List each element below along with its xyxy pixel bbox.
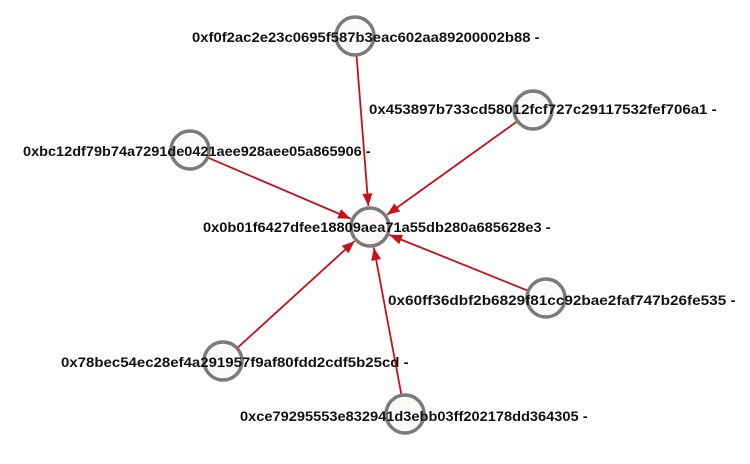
edge-5-to-center	[371, 247, 403, 396]
address-4-node[interactable]	[202, 340, 244, 382]
address-1-label: 0x453897b733cd58012fcf727c29117532fef706…	[369, 102, 717, 117]
address-0-label: 0xf0f2ac2e23c0695f587b3eac602aa89200002b…	[192, 30, 540, 45]
address-1-node[interactable]	[512, 89, 554, 131]
address-5-node[interactable]	[384, 393, 426, 435]
address-4-label: 0x78bec54ec28ef4a291957f9af80fdd2cdf5b25…	[61, 355, 409, 370]
address-2-node[interactable]	[169, 129, 211, 171]
edge-0-to-center	[355, 54, 373, 207]
address-5-label: 0xce79295553e832941d3ebb03ff202178dd3643…	[240, 409, 588, 424]
edge-1-to-center	[386, 120, 519, 216]
address-2-label: 0xbc12df79b74a7291de0421aee928aee05a8659…	[23, 144, 371, 159]
address-0-node[interactable]	[334, 15, 376, 57]
center-address-label: 0x0b01f6427dfee18809aea71a55db280a685628…	[203, 220, 551, 235]
address-3-node[interactable]	[525, 277, 567, 319]
edge-3-to-center	[389, 234, 529, 292]
edge-4-to-center	[236, 240, 356, 349]
edge-2-to-center	[207, 156, 352, 220]
address-3-label: 0x60ff36dbf2b6829f81cc92bae2faf747b26fe5…	[388, 293, 736, 308]
center-address-node[interactable]	[349, 206, 391, 248]
